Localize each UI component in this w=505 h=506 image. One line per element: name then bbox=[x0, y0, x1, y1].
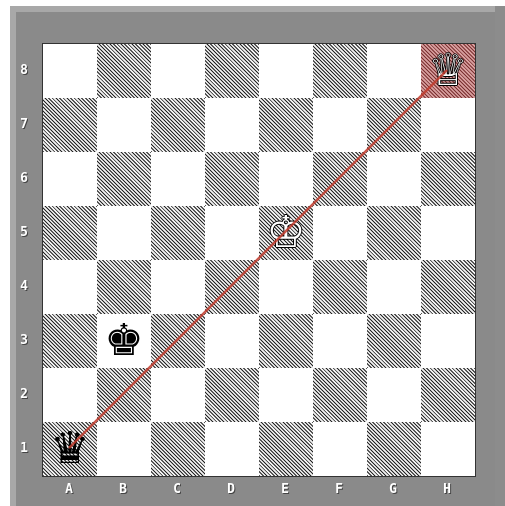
rank-label: 3 bbox=[14, 333, 34, 348]
square-c1[interactable] bbox=[151, 422, 205, 476]
file-label: C bbox=[150, 482, 204, 497]
file-label: A bbox=[42, 482, 96, 497]
square-d4[interactable] bbox=[205, 260, 259, 314]
square-h5[interactable] bbox=[421, 206, 475, 260]
square-h2[interactable] bbox=[421, 368, 475, 422]
square-g3[interactable] bbox=[367, 314, 421, 368]
square-d3[interactable] bbox=[205, 314, 259, 368]
rank-label: 1 bbox=[14, 441, 34, 456]
square-h6[interactable] bbox=[421, 152, 475, 206]
file-label: E bbox=[258, 482, 312, 497]
square-f5[interactable] bbox=[313, 206, 367, 260]
square-d2[interactable] bbox=[205, 368, 259, 422]
square-e8[interactable] bbox=[259, 44, 313, 98]
file-label: G bbox=[366, 482, 420, 497]
square-d5[interactable] bbox=[205, 206, 259, 260]
square-b2[interactable] bbox=[97, 368, 151, 422]
square-e3[interactable] bbox=[259, 314, 313, 368]
square-g8[interactable] bbox=[367, 44, 421, 98]
square-b5[interactable] bbox=[97, 206, 151, 260]
square-f1[interactable] bbox=[313, 422, 367, 476]
square-e1[interactable] bbox=[259, 422, 313, 476]
square-e7[interactable] bbox=[259, 98, 313, 152]
square-c6[interactable] bbox=[151, 152, 205, 206]
file-label: D bbox=[204, 482, 258, 497]
square-h7[interactable] bbox=[421, 98, 475, 152]
white-king-piece[interactable]: ♔ bbox=[259, 206, 313, 260]
square-e6[interactable] bbox=[259, 152, 313, 206]
black-queen-piece[interactable]: ♛ bbox=[43, 422, 97, 476]
square-g1[interactable] bbox=[367, 422, 421, 476]
square-a2[interactable] bbox=[43, 368, 97, 422]
rank-label: 5 bbox=[14, 225, 34, 240]
square-b4[interactable] bbox=[97, 260, 151, 314]
square-b1[interactable] bbox=[97, 422, 151, 476]
square-d8[interactable] bbox=[205, 44, 259, 98]
square-a8[interactable] bbox=[43, 44, 97, 98]
file-label: F bbox=[312, 482, 366, 497]
square-c3[interactable] bbox=[151, 314, 205, 368]
rank-label: 6 bbox=[14, 171, 34, 186]
black-king-piece[interactable]: ♚ bbox=[97, 314, 151, 368]
square-f7[interactable] bbox=[313, 98, 367, 152]
square-d7[interactable] bbox=[205, 98, 259, 152]
square-b8[interactable] bbox=[97, 44, 151, 98]
square-g2[interactable] bbox=[367, 368, 421, 422]
square-d6[interactable] bbox=[205, 152, 259, 206]
square-g7[interactable] bbox=[367, 98, 421, 152]
file-label: H bbox=[420, 482, 474, 497]
rank-label: 2 bbox=[14, 387, 34, 402]
white-queen-piece[interactable]: ♕ bbox=[421, 44, 475, 98]
square-d1[interactable] bbox=[205, 422, 259, 476]
square-e4[interactable] bbox=[259, 260, 313, 314]
square-e2[interactable] bbox=[259, 368, 313, 422]
chess-board[interactable]: ♕ ♔ ♚♛ bbox=[42, 43, 476, 477]
square-a5[interactable] bbox=[43, 206, 97, 260]
square-f8[interactable] bbox=[313, 44, 367, 98]
square-c2[interactable] bbox=[151, 368, 205, 422]
square-a7[interactable] bbox=[43, 98, 97, 152]
square-c8[interactable] bbox=[151, 44, 205, 98]
square-b7[interactable] bbox=[97, 98, 151, 152]
square-g5[interactable] bbox=[367, 206, 421, 260]
square-c4[interactable] bbox=[151, 260, 205, 314]
square-h4[interactable] bbox=[421, 260, 475, 314]
square-a4[interactable] bbox=[43, 260, 97, 314]
square-g6[interactable] bbox=[367, 152, 421, 206]
square-a6[interactable] bbox=[43, 152, 97, 206]
square-f4[interactable] bbox=[313, 260, 367, 314]
square-c7[interactable] bbox=[151, 98, 205, 152]
square-f2[interactable] bbox=[313, 368, 367, 422]
square-f3[interactable] bbox=[313, 314, 367, 368]
rank-label: 4 bbox=[14, 279, 34, 294]
square-c5[interactable] bbox=[151, 206, 205, 260]
file-label: B bbox=[96, 482, 150, 497]
square-a3[interactable] bbox=[43, 314, 97, 368]
square-f6[interactable] bbox=[313, 152, 367, 206]
square-g4[interactable] bbox=[367, 260, 421, 314]
square-h1[interactable] bbox=[421, 422, 475, 476]
rank-label: 7 bbox=[14, 117, 34, 132]
rank-label: 8 bbox=[14, 63, 34, 78]
square-h3[interactable] bbox=[421, 314, 475, 368]
square-b6[interactable] bbox=[97, 152, 151, 206]
